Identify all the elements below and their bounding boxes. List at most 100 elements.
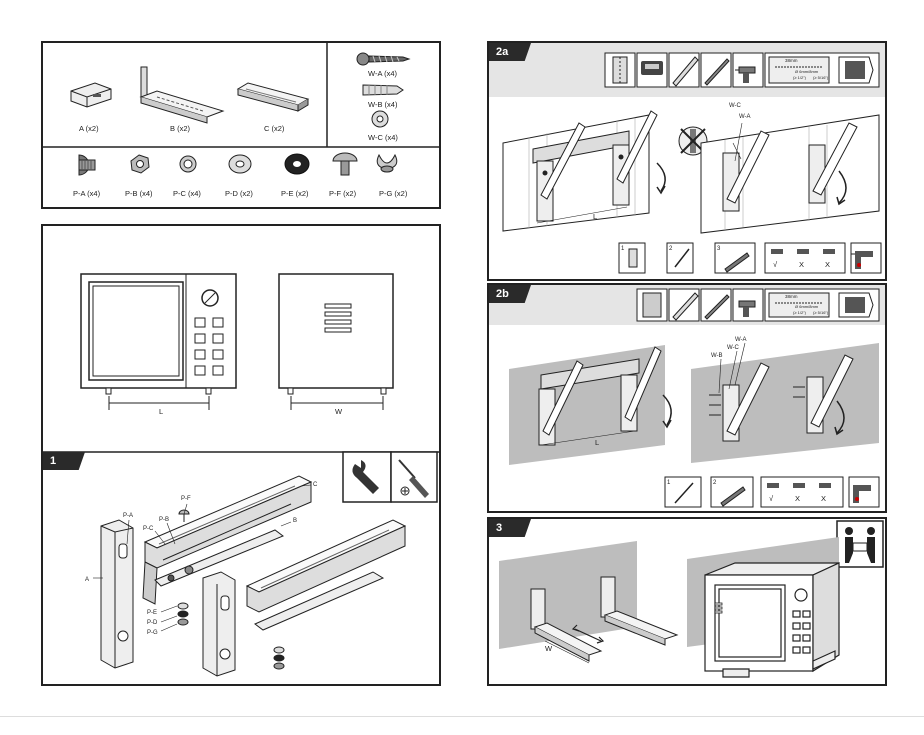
part-c-label: C (x2) [264, 124, 285, 133]
step2a-check-x1: X [799, 260, 804, 269]
wall-washer-icon [371, 110, 389, 128]
step2b-callout-w-a: W-A [735, 337, 747, 343]
part-p-b-label: P-B (x4) [125, 189, 153, 198]
step3-width-label: W [545, 644, 553, 653]
step2b-callout-w-c: W-C [727, 345, 740, 351]
length-dimension-label: L [159, 407, 163, 416]
small-washer-icon [179, 155, 197, 173]
pencil-icon-2b [704, 294, 730, 320]
step2b-check-x2: X [821, 494, 826, 503]
insert-plug-icon-2b [720, 486, 746, 507]
step2a-drill-depth: 38mm [785, 58, 798, 63]
step2b-callout-w-b: W-B [711, 353, 723, 359]
large-washer-icon [228, 154, 252, 174]
step-3-drawing: W [499, 520, 884, 678]
page-divider-line [0, 716, 924, 717]
part-p-g-label: P-G (x2) [379, 189, 408, 198]
step2a-callout-w-c: W-C [729, 103, 742, 109]
step-3-left-wall [499, 541, 679, 664]
step2b-seq-2: 2 [713, 480, 717, 486]
step2b-check-x1: X [795, 494, 800, 503]
step-2b-badge: 2b [489, 285, 531, 303]
rubber-washer-icon [284, 153, 310, 175]
step1-leader-lines [93, 484, 312, 632]
step2b-check-ok: √ [769, 494, 774, 503]
measure-and-step1-panel: L W [41, 224, 441, 686]
masonry-wall-icon [642, 292, 662, 318]
step2b-length-label: L [595, 438, 599, 447]
step2b-drill-diameter: Ø 6mm/8mm [795, 304, 819, 309]
step-2b-right-wall [691, 342, 879, 463]
wall-anchor-screw-icon [356, 52, 411, 66]
parts-list-drawing: A (x2) B (x2) C (x2) W-A (x4) [43, 43, 439, 198]
wrench-icon [352, 460, 379, 494]
step2b-drill-diameter-in: (≥ 5/16") [813, 310, 829, 315]
step-3-panel: 3 W [487, 517, 887, 686]
step-2a-panel: 2a 38mm Ø 6mm/8mm (≥ 1/2") (≥ 5/16") [487, 41, 887, 281]
bolt-icon [78, 154, 96, 176]
step1-callout-a: A [85, 577, 89, 583]
step-3-badge: 3 [489, 519, 531, 537]
step1-callout-p-a: P-A [123, 513, 133, 519]
drill-spec-diagram [768, 56, 874, 84]
step-2b-sequence-strip [664, 476, 880, 508]
step1-callout-b: B [293, 518, 297, 524]
step2a-seq-1: 1 [621, 246, 625, 252]
part-w-a-label: W-A (x4) [368, 69, 398, 78]
insert-plug-icon [724, 252, 750, 273]
step-2a-right-wall [700, 114, 880, 234]
step2b-drill-depth: 38mm [785, 294, 798, 299]
part-w-b-label: W-B (x4) [368, 100, 398, 109]
slide-adjust-arrow-icon [571, 624, 605, 644]
step2a-seq-2: 2 [669, 246, 673, 252]
part-b-illustration [139, 66, 225, 124]
wing-nut-icon [376, 153, 398, 173]
part-c-illustration [236, 82, 310, 112]
step-2a-left-wall [502, 110, 658, 232]
step-2b-left-wall [509, 345, 665, 465]
step2b-drill-depth-in: (≥ 1/2") [793, 310, 807, 315]
microwave-front-illustration [80, 273, 237, 410]
carriage-bolt-icon [332, 152, 358, 176]
screwdriver-icon [398, 459, 429, 498]
step1-callout-p-g: P-G [147, 630, 158, 636]
part-p-f-label: P-F (x2) [329, 189, 357, 198]
step2a-check-x2: X [825, 260, 830, 269]
power-drill-icon [851, 251, 873, 269]
part-a-illustration [70, 82, 112, 108]
rotate-arrow-icon [656, 162, 666, 192]
wall-plug-icon [362, 84, 404, 96]
step-2a-drawing: 38mm Ø 6mm/8mm (≥ 1/2") (≥ 5/16") L [502, 52, 882, 274]
step-2b-panel: 2b 38mm Ø 6mm/8mm (≥ 1/2") (≥ 5/16") [487, 283, 887, 513]
bracket-assembly-illustration [100, 475, 407, 677]
step2a-drill-diameter-in: (≥ 5/16") [813, 75, 829, 80]
part-p-a-label: P-A (x4) [73, 189, 101, 198]
pencil-icon [704, 58, 730, 86]
part-p-e-label: P-E (x2) [281, 189, 309, 198]
mark-wall-icon [628, 248, 638, 268]
hammer-drill-icon [738, 300, 756, 317]
step2b-seq-1: 1 [667, 480, 671, 486]
step1-callout-c: C [313, 482, 318, 488]
step1-callout-p-e: P-E [147, 610, 157, 616]
width-dimension-label: W [335, 407, 343, 416]
stud-finder-icon [641, 61, 663, 75]
part-b-label: B (x2) [170, 124, 191, 133]
pencil-mark-icon [674, 248, 690, 268]
step-2b-drawing: 38mm Ø 6mm/8mm (≥ 1/2") (≥ 5/16") L [509, 288, 880, 508]
two-person-lift-icon [836, 520, 884, 568]
step2a-check-ok: √ [773, 260, 778, 269]
mark-icon-2b [674, 482, 694, 504]
parts-list-panel: A (x2) B (x2) C (x2) W-A (x4) [41, 41, 441, 209]
step2a-drill-depth-in: (≥ 1/2") [793, 75, 807, 80]
level-icon [672, 56, 699, 87]
step2a-drill-diameter: Ø 6mm/8mm [795, 69, 819, 74]
microwave-side-illustration [278, 273, 394, 410]
step-2a-sequence-strip [618, 242, 882, 274]
part-a-label: A (x2) [79, 124, 99, 133]
anchor-check-icons [771, 249, 835, 254]
drill-spec-diagram-2b [768, 292, 874, 318]
step1-callout-p-b: P-B [159, 517, 169, 523]
step2a-length-label: L [593, 212, 597, 221]
step1-callout-p-c: P-C [143, 526, 154, 532]
